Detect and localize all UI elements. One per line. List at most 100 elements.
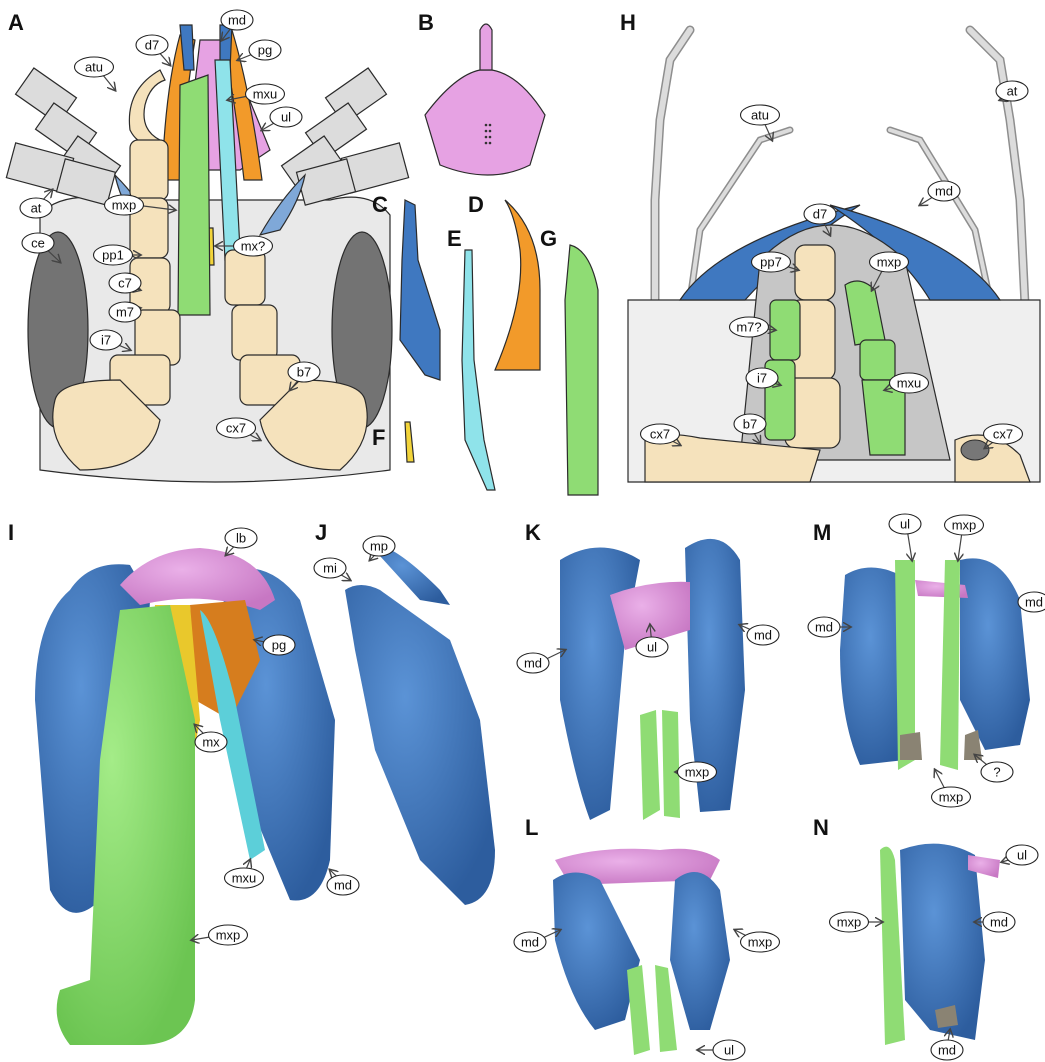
callout-label: lb [236,531,246,546]
callout-label: d7 [145,38,159,53]
callout-arrow [246,860,250,869]
mandible-right-l [670,872,730,1030]
panel-a-drawing [6,25,408,482]
callout-md: md [1018,592,1045,612]
callout-label: md [935,184,953,199]
callout-mxp: mxp [830,912,883,932]
callout-arrow [102,74,115,90]
callout-label: i7 [757,371,767,386]
labrum-i [120,548,275,610]
callout-label: mx [202,735,220,750]
callout-at: at [996,81,1028,101]
maxillule-e [462,250,495,490]
mandible-j [345,585,495,905]
callout-mxu: mxu [225,860,264,888]
panel-letter-l: L [525,815,538,840]
callout-label: md [754,628,772,643]
callout-label: d7 [813,207,827,222]
panel-letter-h: H [620,10,636,35]
callout-mxp: mxp [192,925,248,945]
callout-label: b7 [297,365,311,380]
callout-md: md [514,930,560,952]
callout-label: mxp [952,518,977,533]
panel-i-render [35,548,335,1045]
maxilla-f [405,422,414,462]
panel-letter-j: J [315,520,327,545]
panel-letter-i: I [8,520,14,545]
callout-label: atu [85,60,103,75]
callout-md: md [517,650,565,673]
panel-letter-a: A [8,10,24,35]
callout-arrow [935,770,945,788]
callout-label: md [815,620,833,635]
callout-label: cx7 [226,421,246,436]
upper-lip-b-process [480,24,492,70]
callout-lb: lb [225,528,257,555]
callout-label: ul [647,640,657,655]
callout-label: pg [258,43,272,58]
callout-atu: atu [75,57,116,90]
callout-label: at [1007,84,1018,99]
callout-label: ul [900,517,910,532]
callout-d7: d7 [136,35,170,65]
callout-label: md [524,656,542,671]
callout-label: mxu [232,871,257,886]
callout-mxp: mxp [735,930,780,952]
callout-label: pp7 [760,255,782,270]
callout-label: mxp [685,765,710,780]
callout-label: cx7 [993,427,1013,442]
callout-q: ? [975,755,1013,782]
callout-label: ul [1017,848,1027,863]
callout-label: atu [751,108,769,123]
callout-label: mxp [939,790,964,805]
callout-label: ce [31,236,45,251]
callout-label: md [938,1043,956,1058]
callout-label: mxp [877,255,902,270]
callout-mi: mi [314,558,350,580]
maxilliped-k-left [640,710,660,820]
callout-label: pg [272,638,286,653]
mandible-left-k [560,548,640,821]
callout-label: mx? [241,239,266,254]
callout-arrow [958,535,962,560]
callout-label: m7 [116,305,134,320]
panel-b-drawing [425,24,545,175]
callout-pg: pg [238,40,281,60]
callout-label: md [1025,595,1043,610]
callout-label: md [521,935,539,950]
paragnath-d [495,200,540,370]
maxilliped-g [565,245,598,495]
callout-label: b7 [743,417,757,432]
callout-label: md [334,878,352,893]
callout-label: ul [724,1043,734,1058]
panel-letter-c: C [372,192,388,217]
panel-letter-n: N [813,815,829,840]
callout-label: mxp [216,928,241,943]
callout-label: mxp [748,935,773,950]
callout-ul: ul [262,107,302,130]
panel-letter-b: B [418,10,434,35]
callout-at: at [20,190,52,218]
callout-label: mxu [897,376,922,391]
callout-ul: ul [698,1040,745,1060]
antenna-left-h [655,30,690,305]
maxilliped-l-left [627,965,650,1055]
callout-md: md [740,625,779,645]
callout-label: mxp [112,198,137,213]
callout-label: mi [323,561,337,576]
mandible-right-m [960,558,1030,750]
panel-h-drawing [628,30,1040,482]
callout-label: mp [370,539,388,554]
unknown-m-left [900,732,922,760]
callout-label: mxp [837,915,862,930]
callout-label: at [31,201,42,216]
callout-label: c7 [118,276,132,291]
maxilliped-l-right [655,965,677,1052]
callout-label: md [990,915,1008,930]
panel-letter-e: E [447,226,462,251]
callout-m7: m7 [109,302,141,322]
panel-letter-m: M [813,520,831,545]
mandible-c [400,200,440,380]
callout-arrow [159,52,170,65]
